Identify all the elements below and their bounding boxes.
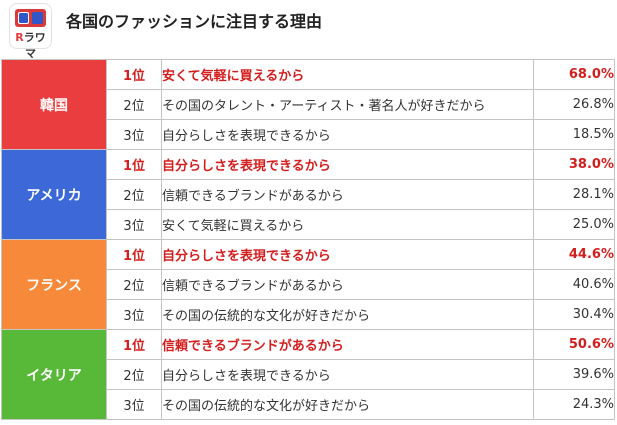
reason-cell: 自分らしさを表現できるから xyxy=(161,359,534,390)
reason-cell: 安くて気軽に買えるから xyxy=(161,59,534,90)
rank-cell: 2位 xyxy=(106,269,162,300)
rank-cell: 2位 xyxy=(106,179,162,210)
percent-cell: 18.5% xyxy=(533,119,615,150)
country-cell: 韓国 xyxy=(1,59,107,150)
rank-cell: 1位 xyxy=(106,239,162,270)
page-header: Rラワマ 各国のファッションに注目する理由 xyxy=(0,0,617,60)
reason-cell: その国の伝統的な文化が好きだから xyxy=(161,299,534,330)
country-cell: フランス xyxy=(1,239,107,330)
reason-cell: 信頼できるブランドがあるから xyxy=(161,329,534,360)
reason-cell: 安くて気軽に買えるから xyxy=(161,209,534,240)
percent-cell: 38.0% xyxy=(533,149,615,180)
percent-cell: 25.0% xyxy=(533,209,615,240)
3d-glasses-icon xyxy=(15,9,46,27)
rank-cell: 2位 xyxy=(106,89,162,120)
percent-cell: 26.8% xyxy=(533,89,615,120)
reason-cell: 自分らしさを表現できるから xyxy=(161,149,534,180)
reason-cell: 自分らしさを表現できるから xyxy=(161,239,534,270)
rank-cell: 3位 xyxy=(106,299,162,330)
reason-cell: 自分らしさを表現できるから xyxy=(161,119,534,150)
percent-cell: 28.1% xyxy=(533,179,615,210)
reason-cell: 信頼できるブランドがあるから xyxy=(161,179,534,210)
rank-cell: 3位 xyxy=(106,119,162,150)
page-title: 各国のファッションに注目する理由 xyxy=(66,12,323,31)
percent-cell: 30.4% xyxy=(533,299,615,330)
country-cell: アメリカ xyxy=(1,149,107,240)
country-cell: イタリア xyxy=(1,329,107,420)
percent-cell: 39.6% xyxy=(533,359,615,390)
reason-cell: 信頼できるブランドがあるから xyxy=(161,269,534,300)
percent-cell: 44.6% xyxy=(533,239,615,270)
percent-cell: 50.6% xyxy=(533,329,615,360)
rank-cell: 1位 xyxy=(106,59,162,90)
rank-cell: 3位 xyxy=(106,209,162,240)
rank-cell: 3位 xyxy=(106,389,162,420)
rank-cell: 1位 xyxy=(106,149,162,180)
percent-cell: 24.3% xyxy=(533,389,615,420)
reason-cell: その国のタレント・アーティスト・著名人が好きだから xyxy=(161,89,534,120)
rank-cell: 1位 xyxy=(106,329,162,360)
reason-cell: その国の伝統的な文化が好きだから xyxy=(161,389,534,420)
percent-cell: 68.0% xyxy=(533,59,615,90)
percent-cell: 40.6% xyxy=(533,269,615,300)
logo-text: Rラワマ xyxy=(15,31,46,60)
rank-cell: 2位 xyxy=(106,359,162,390)
app-logo: Rラワマ xyxy=(9,3,52,60)
